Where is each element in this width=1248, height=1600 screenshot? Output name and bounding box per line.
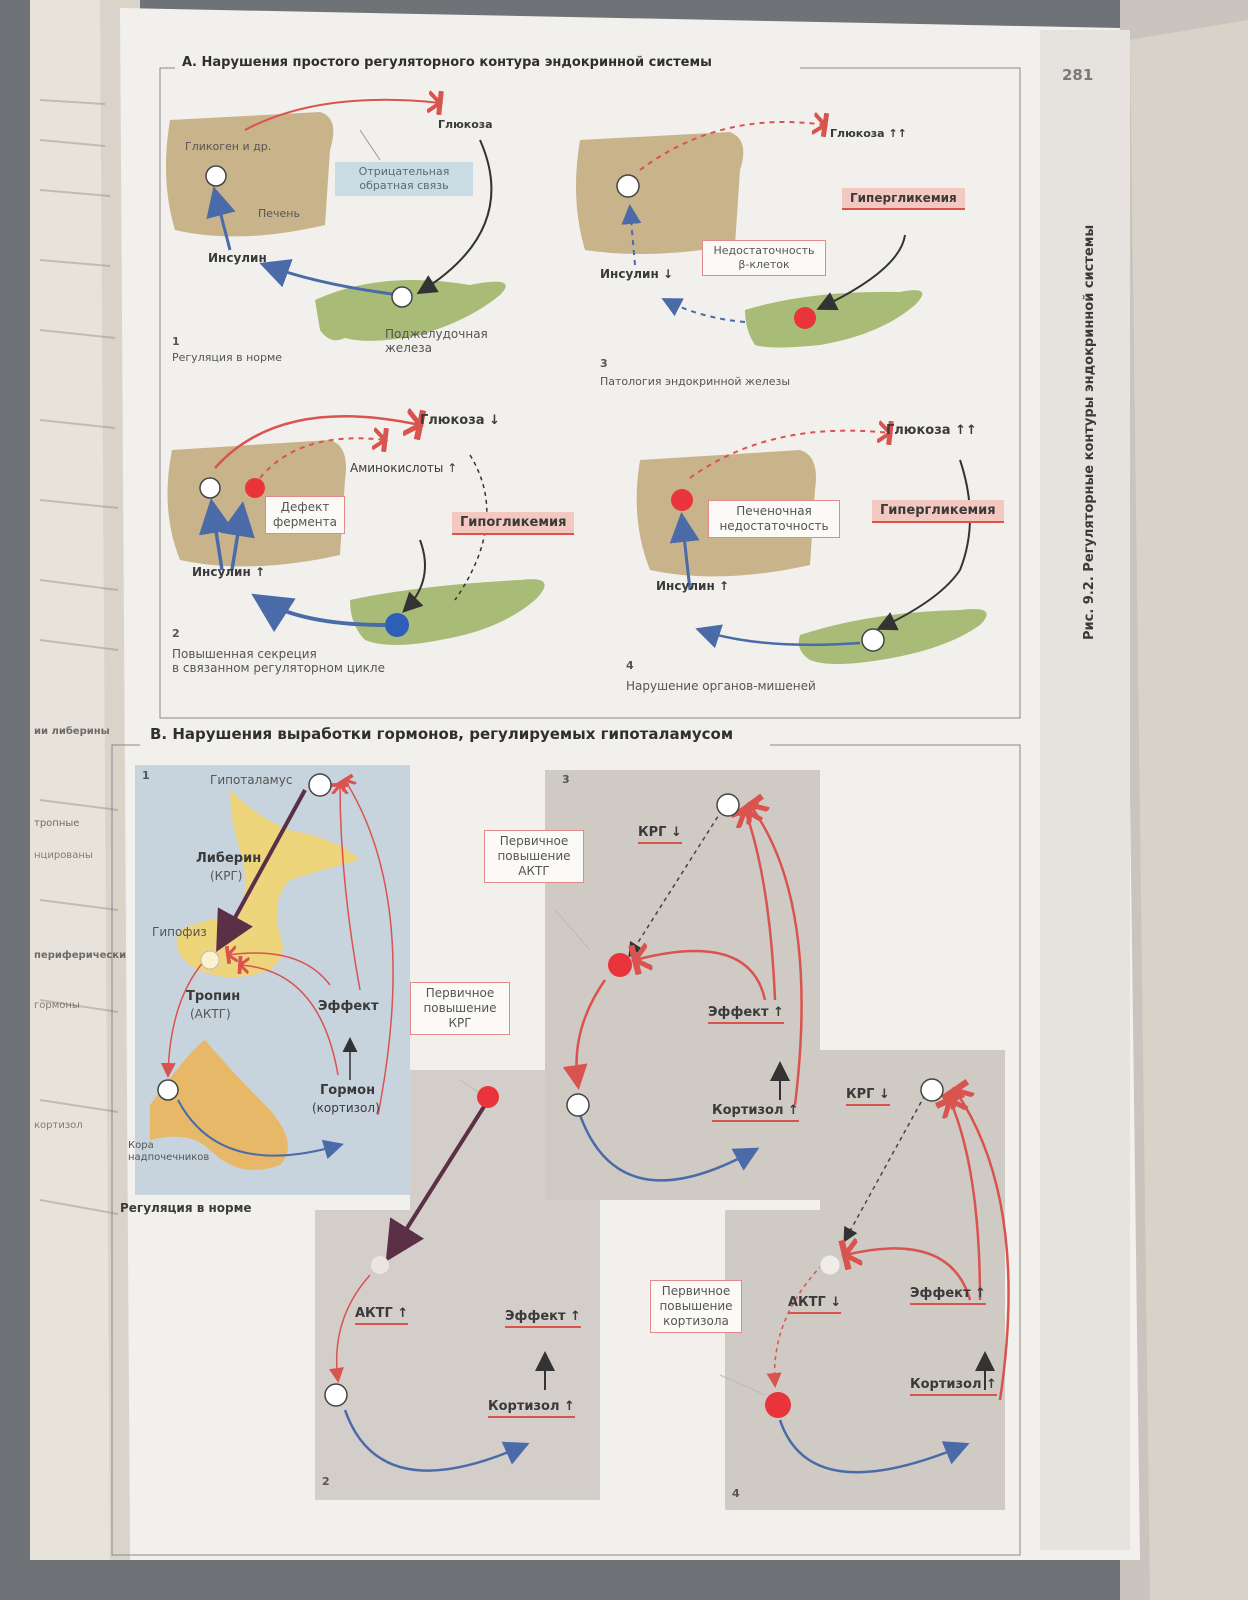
- cortisol-label: Кортизол ↑: [910, 1377, 997, 1396]
- glucose-label: Глюкоза ↑↑: [830, 127, 907, 140]
- acth-label: АКТГ ↓: [788, 1295, 842, 1314]
- panel-caption: Регуляция в норме: [172, 351, 283, 364]
- left-page-text: тропные: [34, 818, 80, 829]
- crh-label: КРГ ↓: [846, 1087, 890, 1106]
- defect-box: Дефект фермента: [265, 496, 345, 534]
- effect-label: Эффект ↑: [910, 1286, 986, 1305]
- adrenal-label: Кора надпочечников: [128, 1140, 210, 1163]
- insulin-label: Инсулин ↑: [192, 565, 266, 579]
- panel-number: 3: [562, 773, 570, 786]
- insulin-label: Инсулин ↓: [600, 267, 674, 281]
- section-b-title: В. Нарушения выработки гормонов, регулир…: [150, 725, 734, 743]
- glucose-label: Глюкоза ↑↑: [886, 423, 977, 438]
- figure-caption: Рис. 9.2. Регуляторные контуры эндокринн…: [1082, 224, 1097, 640]
- liberin-sub-label: (КРГ): [210, 869, 243, 883]
- panel-number: 1: [142, 769, 150, 782]
- pancreas-shape: [315, 280, 506, 341]
- left-page-text: периферически: [34, 950, 127, 961]
- feedback-box: Отрицательная обратная связь: [335, 162, 473, 196]
- panel-caption: Регуляция в норме: [120, 1201, 252, 1215]
- pituitary-label: Гипофиз: [152, 925, 207, 939]
- section-a-title: А. Нарушения простого регуляторного конт…: [182, 55, 712, 70]
- panel-number: 2: [172, 627, 180, 640]
- effect-label: Эффект ↑: [505, 1309, 581, 1328]
- liver-label: Печень: [258, 207, 300, 220]
- aminoacids-label: Аминокислоты ↑: [350, 461, 458, 475]
- tropin-label: Тропин: [186, 989, 241, 1004]
- glucose-label: Глюкоза ↓: [420, 413, 500, 428]
- glucose-label: Глюкоза: [438, 118, 493, 131]
- panel-caption: Повышенная секреция в связанном регулято…: [172, 647, 385, 675]
- acth-label: АКТГ ↑: [355, 1306, 409, 1325]
- panel-number: 4: [732, 1487, 740, 1500]
- hyperglycemia-label: Гипергликемия: [872, 500, 1004, 523]
- hypothalamus-label: Гипоталамус: [210, 773, 293, 787]
- left-page-text: ии либерины: [34, 726, 110, 737]
- primary-acth-box: Первичное повышение АКТГ: [484, 830, 584, 883]
- hormone-sub-label: (кортизол): [312, 1101, 380, 1115]
- liver-shape: [166, 112, 334, 237]
- panel-number: 3: [600, 357, 608, 370]
- hypoglycemia-label: Гипогликемия: [452, 512, 575, 535]
- tropin-sub-label: (АКТГ): [190, 1007, 231, 1021]
- panel-caption: Нарушение органов-мишеней: [626, 679, 816, 693]
- left-page-text: кортизол: [34, 1120, 83, 1131]
- receptor-circle: [205, 165, 227, 187]
- left-page-text: нцированы: [34, 850, 93, 861]
- insufficiency-box: Недостаточность β-клеток: [702, 240, 826, 276]
- hyperglycemia-label: Гипергликемия: [842, 188, 965, 210]
- pancreas-label: Поджелудочная железа: [385, 327, 488, 355]
- liberin-label: Либерин: [196, 851, 262, 866]
- cortisol-label: Кортизол ↑: [712, 1103, 799, 1122]
- effect-label: Эффект ↑: [708, 1005, 784, 1024]
- panel-number: 1: [172, 335, 180, 348]
- panel-number: 2: [322, 1475, 330, 1488]
- insulin-label: Инсулин ↑: [656, 579, 730, 593]
- effect-label: Эффект: [318, 999, 379, 1014]
- panel-caption: Патология эндокринной железы: [600, 375, 791, 388]
- crh-label: КРГ ↓: [638, 825, 682, 844]
- glycogen-label: Гликоген и др.: [185, 140, 272, 153]
- cortisol-label: Кортизол ↑: [488, 1399, 575, 1418]
- liver-failure-box: Печеночная недостаточность: [708, 500, 840, 538]
- primary-cortisol-box: Первичное повышение кортизола: [650, 1280, 742, 1333]
- left-page-text: гормоны: [34, 1000, 80, 1011]
- panel-number: 4: [626, 659, 634, 672]
- hormone-label: Гормон: [320, 1083, 376, 1098]
- page-number: 281: [1062, 66, 1094, 84]
- insulin-label: Инсулин: [208, 251, 267, 265]
- primary-crh-box: Первичное повышение КРГ: [410, 982, 510, 1035]
